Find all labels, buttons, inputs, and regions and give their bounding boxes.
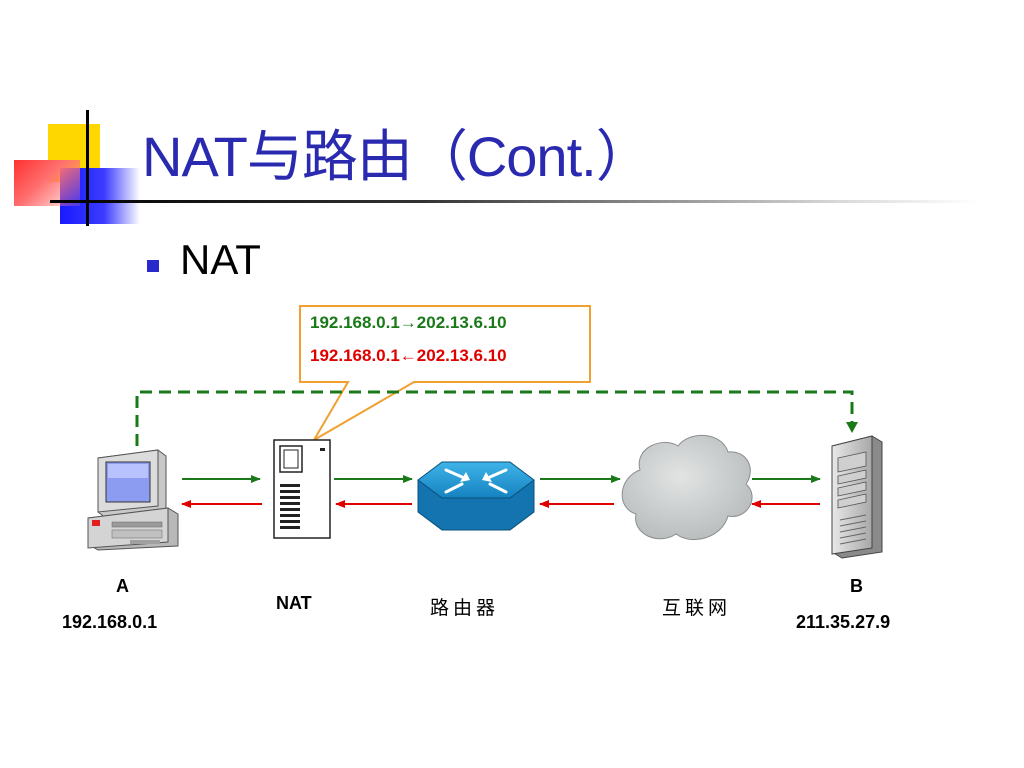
host-a-ip: 192.168.0.1 [62,612,158,632]
host-b-ip: 211.35.27.9 [796,612,891,632]
title-decoration-red [14,160,80,206]
logical-path-arrowhead [846,422,858,433]
callout-outbound-mapping: 192.168.0.1→202.13.6.10 [310,313,507,332]
nat-label: NAT [276,593,312,613]
title-decoration-line [86,110,89,226]
router-icon [417,461,535,531]
internet-label: 互联网 [662,597,732,619]
bullet-marker [147,260,159,272]
nat-device-icon [273,439,331,539]
title-rule [50,200,980,203]
host-a-name: A [116,576,129,596]
bullet-text: NAT [180,236,261,283]
computer-icon [87,449,179,551]
server-icon [831,435,883,559]
slide-title: NAT与路由（Cont.） [142,125,652,188]
router-label: 路由器 [430,597,500,619]
internet-cloud-icon [621,434,753,541]
callout-inbound-mapping: 192.168.0.1←202.13.6.10 [310,346,507,365]
nat-callout [299,305,591,443]
host-b-name: B [850,576,863,596]
logical-path-dashed [135,390,854,446]
